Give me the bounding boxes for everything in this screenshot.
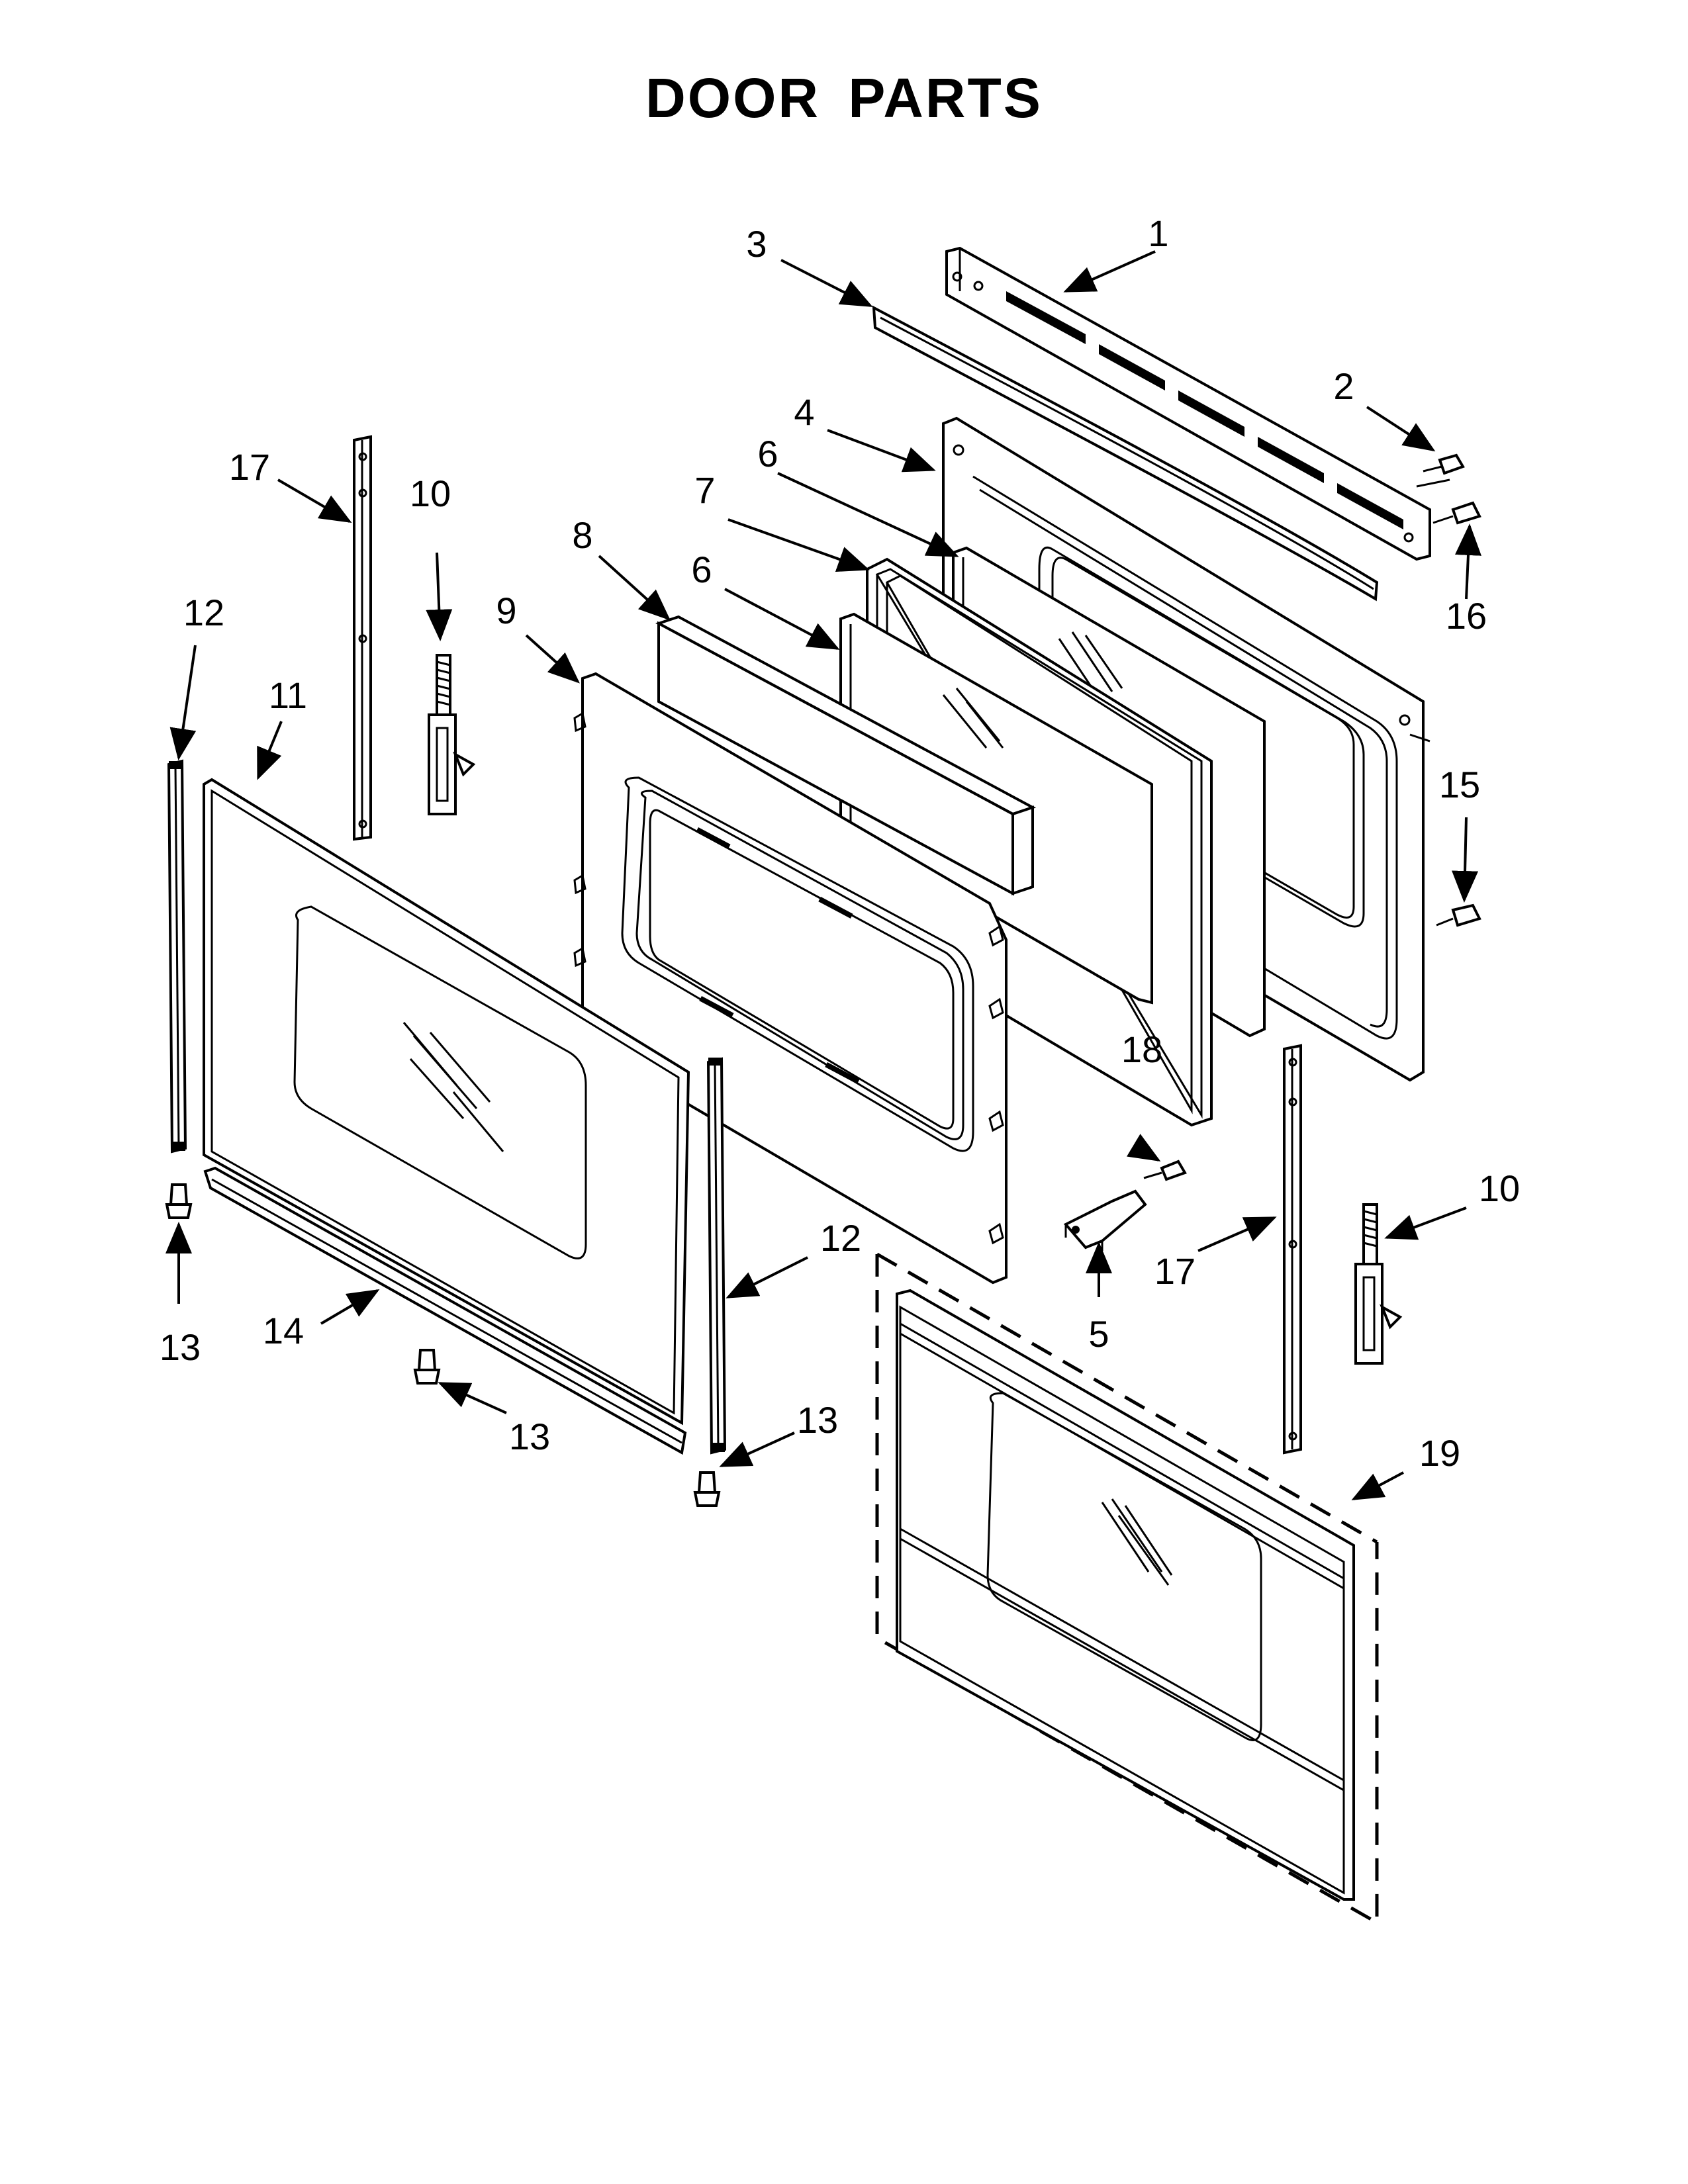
- callout-10-right: 10: [1479, 1167, 1520, 1209]
- part-8-insulation: [655, 615, 1037, 896]
- callout-8: 8: [572, 514, 592, 556]
- part-19-door-assembly: [875, 1252, 1379, 1926]
- part-13-screw-left: [165, 1183, 193, 1219]
- callout-17-right: 17: [1154, 1250, 1196, 1292]
- part-12-side-trim-right: [706, 1057, 727, 1455]
- callout-6-lower: 6: [691, 549, 712, 590]
- callout-12-left: 12: [183, 592, 224, 633]
- callout-14: 14: [263, 1310, 304, 1351]
- leader-lines: [165, 250, 1481, 1500]
- callout-13-center: 13: [509, 1416, 550, 1457]
- part-17-hinge-channel-right: [1283, 1044, 1302, 1455]
- part-14-bottom-trim: [203, 1166, 687, 1455]
- part-16-screw: [1432, 501, 1481, 525]
- callout-12-right: 12: [820, 1217, 861, 1259]
- part-12-side-trim-left: [167, 759, 187, 1154]
- callout-11: 11: [269, 674, 307, 716]
- callout-15: 15: [1439, 764, 1480, 805]
- part-13-screw-center: [413, 1349, 441, 1385]
- part-18-screw: [1143, 1160, 1187, 1181]
- part-17-hinge-channel-left: [353, 435, 372, 841]
- callout-2: 2: [1333, 365, 1354, 407]
- part-13-screw-right: [693, 1471, 721, 1507]
- page-title: DOOR PARTS: [645, 67, 1043, 129]
- callout-18: 18: [1121, 1028, 1162, 1070]
- part-3-door-handle: [872, 305, 1379, 602]
- part-11-outer-door-glass: [203, 778, 690, 1426]
- part-1-vent-trim: [945, 246, 1431, 561]
- callout-13-left: 13: [160, 1326, 201, 1368]
- part-5-bracket: [1063, 1189, 1147, 1251]
- callout-19: 19: [1419, 1432, 1460, 1474]
- callout-5: 5: [1088, 1313, 1109, 1355]
- callout-4: 4: [794, 391, 814, 433]
- part-10-hinge-right: [1354, 1203, 1403, 1365]
- callout-6-upper: 6: [757, 433, 778, 475]
- part-10-hinge-left: [428, 654, 476, 815]
- part-2-screw: [1416, 453, 1465, 488]
- callout-labels: 1 2 3 4 6 7 6 8 9 10 17 12 11 16 15 18 5…: [160, 212, 1520, 1474]
- callout-13-right: 13: [797, 1399, 838, 1441]
- callout-17-left: 17: [229, 446, 270, 488]
- callout-7: 7: [694, 469, 715, 511]
- callout-3: 3: [746, 223, 767, 265]
- part-15-screw: [1436, 903, 1481, 927]
- callout-1: 1: [1148, 212, 1168, 254]
- callout-10-left: 10: [410, 473, 451, 514]
- callout-16: 16: [1446, 595, 1487, 637]
- callout-9: 9: [496, 590, 516, 631]
